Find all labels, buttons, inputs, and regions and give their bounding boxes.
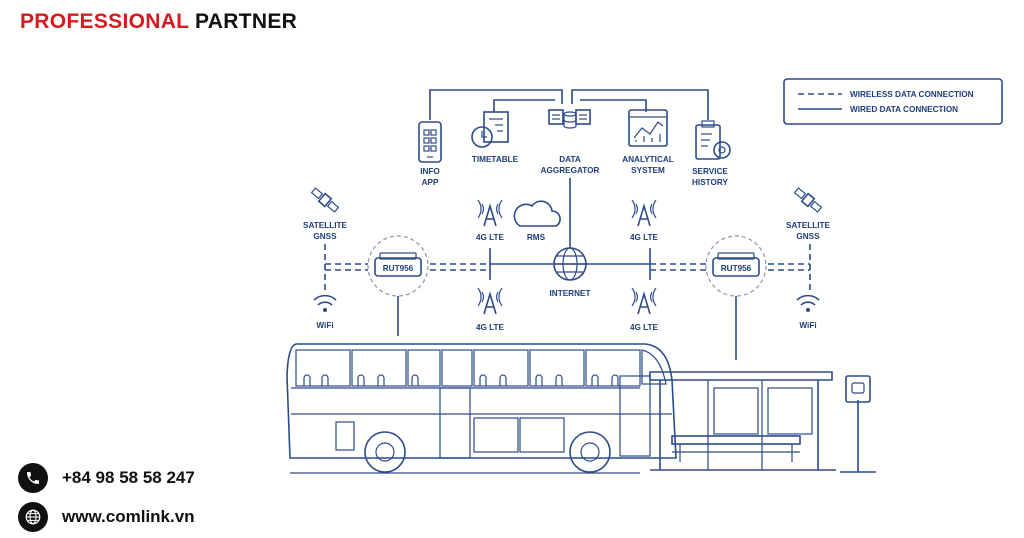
data-aggregator-label-1: DATA [559,155,581,164]
service-history-label-2: HISTORY [692,178,728,187]
satellite-label-2: GNSS [313,232,337,241]
satellite-icon [793,187,823,213]
globe-icon [553,247,587,281]
satellite-label-2: GNSS [796,232,820,241]
brand-dark: PARTNER [195,10,298,33]
tower-icon [477,287,503,315]
lte-tower-top-left: 4G LTE [476,199,505,242]
wifi-left: WiFi [313,294,337,330]
info-app-label-1: INFO [420,167,440,176]
bus-illustration [286,343,677,473]
rms-label: RMS [527,233,546,242]
cloud-icon [513,200,561,227]
wifi-right: WiFi [796,294,820,330]
router-left: RUT956 [367,235,429,336]
wifi-label: WiFi [316,321,333,330]
bus-windows [295,349,667,387]
chart-monitor-icon [628,109,668,147]
timetable-label: TIMETABLE [472,155,519,164]
tower-icon [631,287,657,315]
service-history-label-1: SERVICE [692,167,728,176]
wifi-icon [313,294,337,312]
internet-label: INTERNET [550,289,591,298]
bus-stop-sign [840,375,876,473]
satellite-label-1: SATELLITE [303,221,348,230]
data-aggregator-node: DATA AGGREGATOR [541,109,600,175]
phone-number: +84 98 58 58 247 [62,468,195,487]
website-url: www.comlink.vn [62,507,195,526]
tower-icon [477,199,503,227]
contact-phone[interactable]: +84 98 58 58 247 [18,463,195,493]
data-aggregator-label-2: AGGREGATOR [541,166,600,175]
wifi-label: WiFi [799,321,816,330]
legend: WIRELESS DATA CONNECTION WIRED DATA CONN… [783,78,1003,125]
info-app-node: INFO APP [418,121,442,187]
brand-title: PROFESSIONAL PARTNER [20,10,297,34]
wifi-icon [796,294,820,312]
legend-wired-label: WIRED DATA CONNECTION [850,105,958,114]
top-wired-links [429,89,709,248]
satellite-right: SATELLITE GNSS [786,187,831,241]
router-label: RUT956 [383,264,414,273]
contact-website[interactable]: www.comlink.vn [18,502,195,532]
lte-label: 4G LTE [630,233,659,242]
lte-label: 4G LTE [476,233,505,242]
database-icon [548,109,591,129]
wireless-links [324,244,811,290]
timetable-node: TIMETABLE [471,111,519,164]
satellite-left: SATELLITE GNSS [303,187,348,241]
lte-tower-bottom-right: 4G LTE [630,287,659,332]
rms-node: RMS [513,200,561,242]
phone-app-icon [418,121,442,163]
info-app-label-2: APP [422,178,439,187]
lte-label: 4G LTE [476,323,505,332]
analytical-system-label-2: SYSTEM [631,166,665,175]
satellite-label-1: SATELLITE [786,221,831,230]
analytical-system-label-1: ANALYTICAL [622,155,674,164]
brand-red: PROFESSIONAL [20,10,189,33]
legend-wireless-label: WIRELESS DATA CONNECTION [850,90,974,99]
lte-tower-top-right: 4G LTE [630,199,659,242]
bus-shelter [649,371,836,471]
globe-icon [18,502,48,532]
phone-icon [18,463,48,493]
lte-tower-bottom-left: 4G LTE [476,287,505,332]
service-history-node: SERVICE HISTORY [692,120,731,187]
router-label: RUT956 [721,264,752,273]
tower-icon [631,199,657,227]
satellite-icon [310,187,340,213]
router-right: RUT956 [705,235,767,360]
internet-node: INTERNET [489,247,651,298]
lte-label: 4G LTE [630,323,659,332]
analytical-system-node: ANALYTICAL SYSTEM [622,109,674,175]
clipboard-gear-icon [695,120,731,160]
clock-document-icon [471,111,509,148]
bus-sign-icon [851,382,865,394]
